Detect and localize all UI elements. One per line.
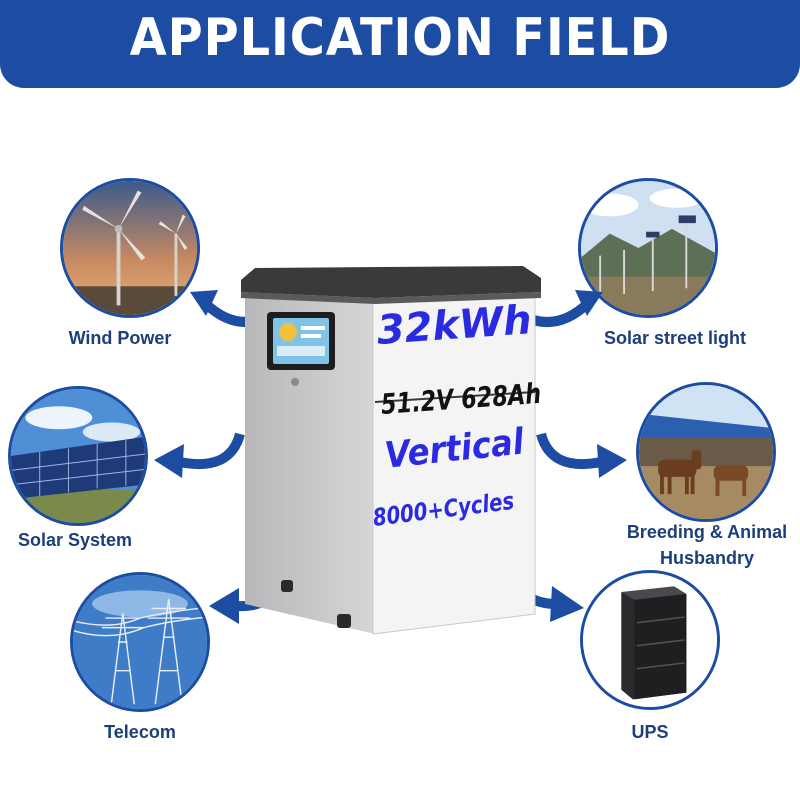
page-title: APPLICATION FIELD	[129, 8, 671, 68]
wind-turbine-icon	[63, 181, 197, 315]
solar-system-label: Solar System	[17, 530, 133, 550]
battery-cabinet-icon	[583, 573, 717, 707]
horses-icon	[639, 385, 773, 519]
solar-street-light-image	[578, 178, 718, 318]
arrow-breeding-icon	[536, 432, 627, 478]
header-banner: APPLICATION FIELD	[0, 0, 800, 88]
arrow-solar-system-icon	[154, 432, 245, 478]
solar-panel-icon	[11, 389, 145, 523]
battery-cabinet: 32kWh 51.2V 628Ah Vertical 8000+Cycles	[235, 262, 545, 652]
wind-power-label: Wind Power	[68, 328, 172, 348]
ups-label: UPS	[631, 722, 669, 742]
solar-system-image	[8, 386, 148, 526]
battery-cabinet-body	[241, 266, 541, 635]
wind-power-image	[60, 178, 200, 318]
street-light-icon	[581, 181, 715, 315]
husbandry-label: Husbandry	[659, 548, 755, 568]
breeding-label: Breeding & Animal	[626, 522, 788, 542]
ups-image	[580, 570, 720, 710]
breeding-image	[636, 382, 776, 522]
telecom-label: Telecom	[104, 722, 176, 742]
telecom-image	[70, 572, 210, 712]
power-tower-icon	[73, 575, 207, 709]
solar-street-light-label: Solar street light	[603, 328, 747, 348]
